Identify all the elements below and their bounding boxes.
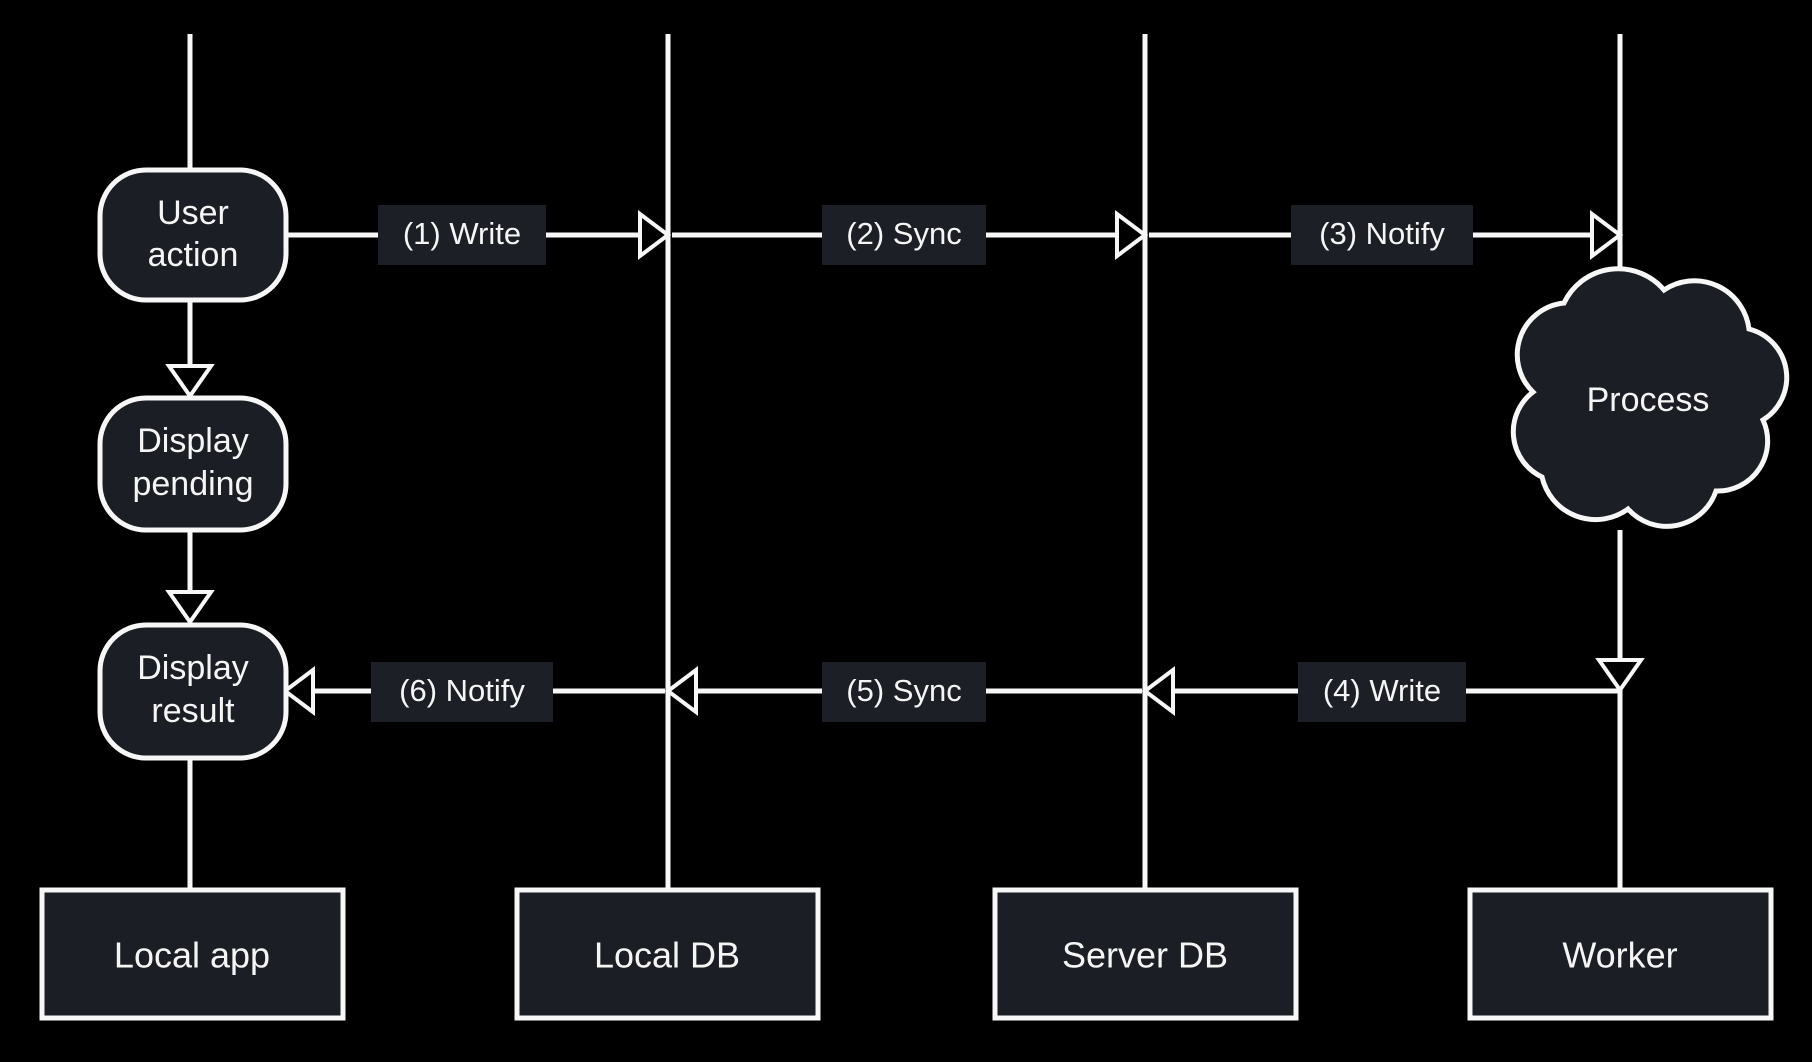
message-label-1-text: (1) Write bbox=[403, 216, 521, 251]
participant-local-db-box bbox=[514, 887, 821, 1021]
display-pending-label-line1: Display bbox=[137, 422, 248, 460]
message-label-2-box bbox=[822, 205, 986, 265]
display-result-label-line2: result bbox=[151, 692, 235, 730]
user-action-shape bbox=[97, 167, 289, 303]
participant-server-db-label: Server DB bbox=[1062, 935, 1228, 976]
message-label-5-box bbox=[822, 662, 986, 722]
message-label-6[interactable]: (6) Notify bbox=[371, 662, 553, 722]
message-label-2-text: (2) Sync bbox=[846, 216, 961, 251]
user-action-label-line1: User bbox=[157, 194, 229, 232]
display-pending-shape bbox=[97, 395, 289, 533]
process-label: Process bbox=[1587, 381, 1710, 419]
message-label-2[interactable]: (2) Sync bbox=[822, 205, 986, 265]
message-label-3-box bbox=[1291, 205, 1473, 265]
process-cloud-shape bbox=[1510, 266, 1790, 529]
node-display-pending[interactable]: Display pending bbox=[97, 395, 289, 533]
message-label-3-text: (3) Notify bbox=[1319, 216, 1445, 251]
participant-local-db-label: Local DB bbox=[594, 935, 740, 976]
arrowhead-down-to-display-result bbox=[165, 590, 215, 626]
participant-worker[interactable]: Worker bbox=[1467, 887, 1774, 1021]
message-label-1-box bbox=[378, 205, 546, 265]
arrowhead-1-right bbox=[638, 210, 672, 260]
participant-local-app[interactable]: Local app bbox=[39, 887, 346, 1021]
message-label-6-box bbox=[371, 662, 553, 722]
participant-local-app-label: Local app bbox=[114, 935, 270, 976]
node-user-action[interactable]: User action bbox=[97, 167, 289, 303]
participant-server-db[interactable]: Server DB bbox=[992, 887, 1299, 1021]
node-display-result[interactable]: Display result bbox=[97, 622, 289, 761]
display-result-label-line1: Display bbox=[137, 649, 248, 687]
arrowhead-4-left bbox=[1141, 666, 1175, 716]
participant-worker-box bbox=[1467, 887, 1774, 1021]
participant-local-db[interactable]: Local DB bbox=[514, 887, 821, 1021]
arrowhead-down-to-display-pending bbox=[165, 364, 215, 400]
arrowhead-6-left bbox=[281, 666, 315, 716]
participant-boxes-group: Local app Local DB Server DB Worker bbox=[39, 887, 1774, 1021]
message-label-3[interactable]: (3) Notify bbox=[1291, 205, 1473, 265]
message-label-4-text: (4) Write bbox=[1323, 673, 1441, 708]
message-label-5-text: (5) Sync bbox=[846, 673, 961, 708]
arrowhead-5-left bbox=[664, 666, 698, 716]
participant-local-app-box bbox=[39, 887, 346, 1021]
message-label-4-box bbox=[1298, 662, 1466, 722]
display-pending-label-line2: pending bbox=[132, 465, 253, 503]
message-label-5[interactable]: (5) Sync bbox=[822, 662, 986, 722]
message-label-1[interactable]: (1) Write bbox=[378, 205, 546, 265]
message-label-6-text: (6) Notify bbox=[399, 673, 525, 708]
lifelines-group bbox=[187, 34, 1623, 890]
node-process[interactable]: Process bbox=[1510, 266, 1790, 529]
participant-worker-label: Worker bbox=[1562, 935, 1677, 976]
participant-server-db-box bbox=[992, 887, 1299, 1021]
arrowhead-3-right bbox=[1590, 210, 1624, 260]
local-app-vertical-flow bbox=[165, 300, 215, 626]
user-action-label-line2: action bbox=[148, 236, 239, 274]
arrowhead-2-right bbox=[1115, 210, 1149, 260]
display-result-shape bbox=[97, 622, 289, 761]
message-labels-group: (1) Write (2) Sync (3) Notify (4) Write … bbox=[371, 205, 1473, 722]
message-label-4[interactable]: (4) Write bbox=[1298, 662, 1466, 722]
arrowhead-down-to-write bbox=[1595, 658, 1645, 694]
